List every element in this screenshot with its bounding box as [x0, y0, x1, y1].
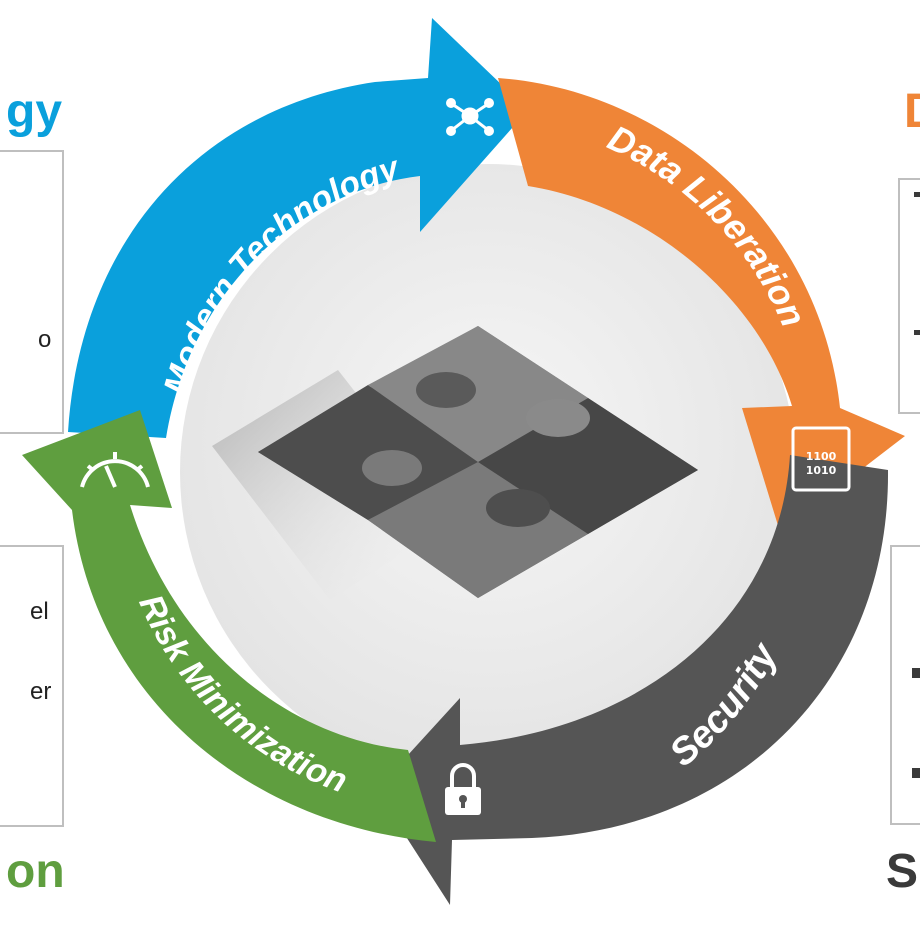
puzzle-pieces-icon [212, 326, 698, 600]
left-top-heading: gy [6, 85, 63, 138]
left-panel-top [0, 150, 64, 434]
binary-line-1: 1100 [806, 450, 837, 463]
arc-risk-minimization [22, 410, 436, 842]
arc-data-liberation [498, 78, 905, 532]
arc-security [376, 455, 889, 905]
left-text-fragment-1: o [38, 326, 52, 353]
right-bullet-4 [912, 768, 920, 778]
right-bottom-heading: S [886, 845, 919, 898]
left-panel-bottom [0, 545, 64, 827]
binary-line-2: 1010 [806, 464, 837, 477]
left-text-fragment-3: er [30, 678, 52, 705]
network-hub-icon [446, 98, 494, 136]
binary-data-icon: 1100 1010 [791, 426, 851, 492]
right-bullet-2 [914, 330, 920, 335]
speedometer-icon [80, 452, 150, 488]
arc-modern-technology [68, 18, 528, 438]
right-top-heading: D [904, 88, 920, 136]
left-text-fragment-2: el [30, 598, 49, 625]
right-bullet-1 [914, 192, 920, 197]
right-bullet-3 [912, 668, 920, 678]
lock-icon [445, 763, 481, 815]
right-panel-bottom [890, 545, 920, 825]
right-panel-top [898, 178, 920, 414]
left-bottom-heading: on [6, 845, 65, 898]
